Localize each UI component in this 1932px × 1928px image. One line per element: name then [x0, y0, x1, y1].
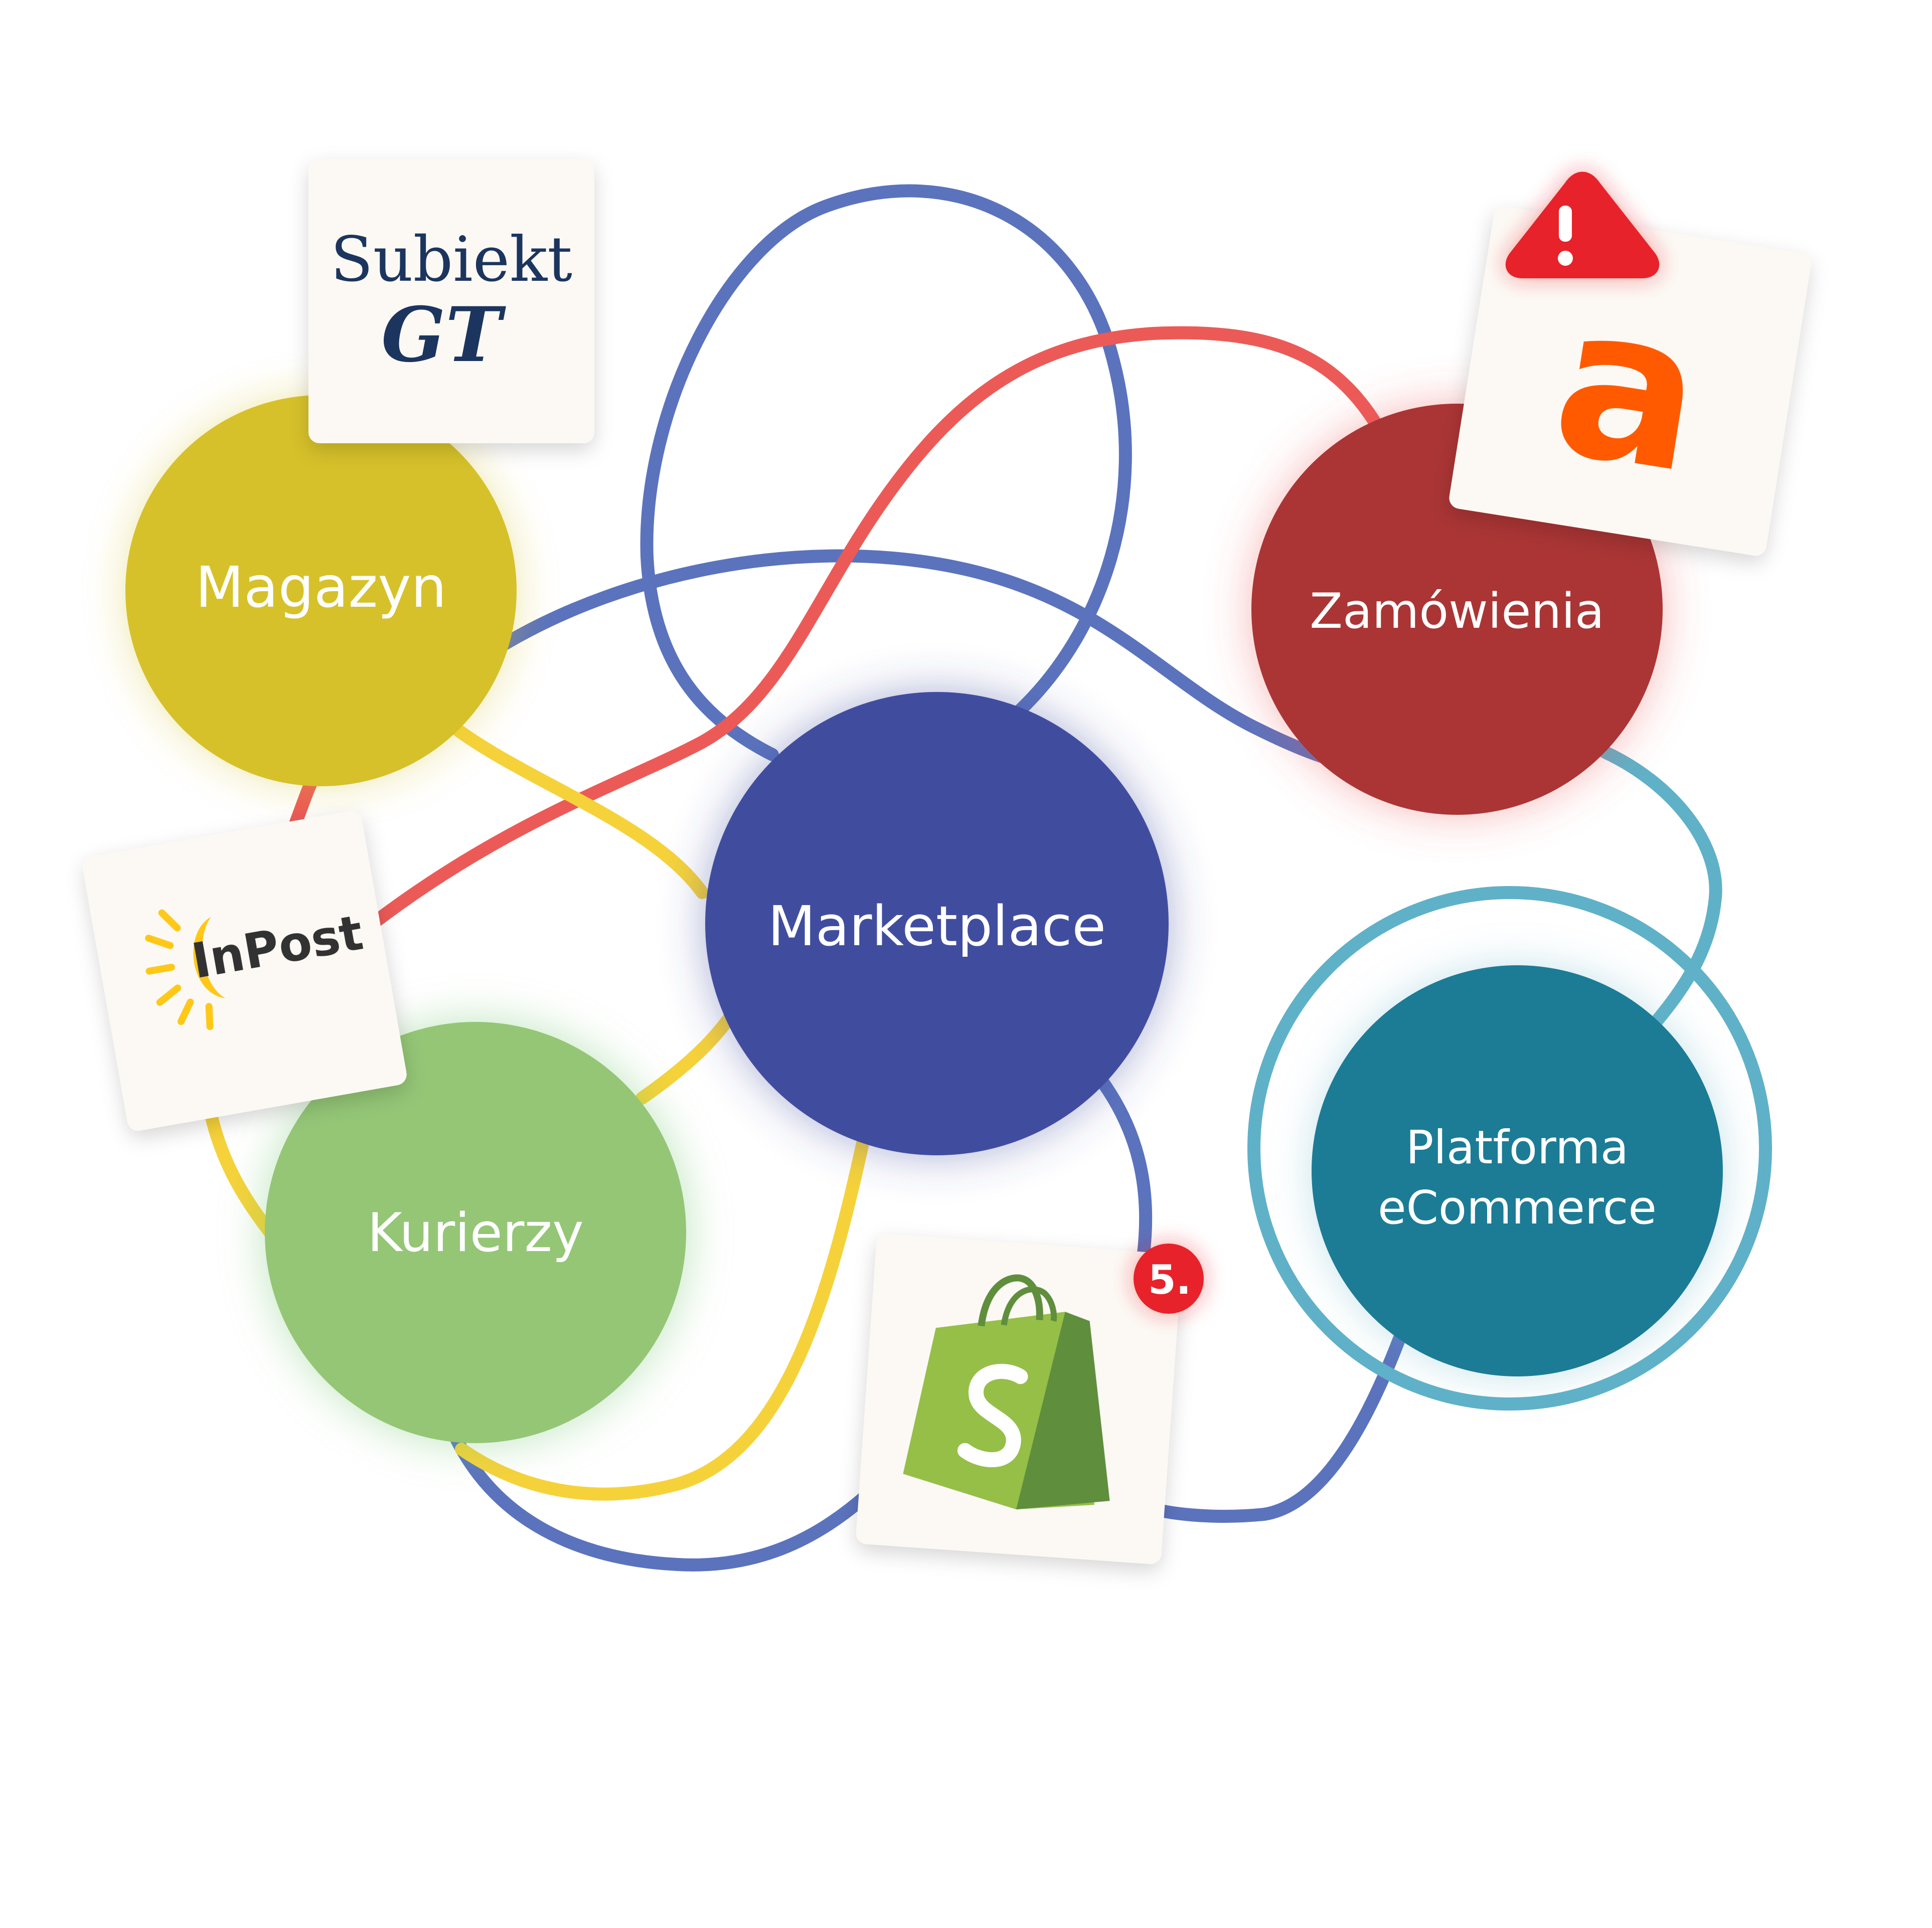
platforma-label-line1: Platforma — [1406, 1121, 1629, 1174]
marketplace-label: Marketplace — [768, 894, 1106, 958]
subiekt-gt-card: Subiekt GT — [308, 159, 594, 443]
connector-yellow-bottom — [204, 1107, 869, 1501]
warning-mark-bar — [1559, 206, 1572, 242]
magazyn-circle — [125, 395, 517, 786]
step-badge-label: 5. — [1148, 1257, 1191, 1303]
kurierzy-label: Kurierzy — [367, 1202, 584, 1264]
step-badge-circle — [1134, 1244, 1204, 1314]
subiekt-word: Subiekt — [331, 224, 572, 296]
warning-triangle-icon — [1505, 171, 1660, 278]
magazyn-label: Magazyn — [195, 555, 446, 620]
platforma-label-line2: eCommerce — [1378, 1181, 1657, 1235]
warning-triangle-shape — [1505, 171, 1660, 278]
marketplace-circle — [705, 692, 1169, 1155]
zamowienia-label: Zamówienia — [1310, 583, 1604, 639]
warning-mark-dot — [1558, 251, 1573, 266]
subiekt-card-bg — [308, 159, 594, 443]
connector-blue-arc — [498, 549, 1391, 776]
kurierzy-circle — [265, 1022, 686, 1443]
platforma-circle — [1312, 965, 1723, 1376]
allegro-card-bg — [1449, 206, 1811, 556]
shopify-card — [856, 1234, 1182, 1564]
node-platforma-ecommerce: Platforma eCommerce — [1312, 965, 1723, 1376]
node-magazyn: Magazyn — [125, 395, 517, 786]
node-marketplace: Marketplace — [705, 692, 1169, 1155]
subiekt-gt-mark: GT — [381, 291, 506, 379]
shopify-logo-icon — [903, 1274, 1110, 1510]
node-kurierzy: Kurierzy — [265, 1022, 686, 1443]
connector-teal-link — [1598, 746, 1722, 1029]
inpost-card-bg — [82, 811, 407, 1131]
connector-blue-top-loop — [640, 184, 1132, 761]
subiekt-gt-logo-icon: Subiekt GT — [331, 224, 572, 379]
connector-blue-bottom-loop — [450, 1332, 1406, 1571]
inpost-card: InPost — [82, 811, 407, 1131]
allegro-card: a — [1449, 206, 1811, 556]
connection-lines — [204, 184, 1772, 1571]
platforma-ring — [1247, 886, 1772, 1411]
step-badge: 5. — [1134, 1244, 1204, 1314]
